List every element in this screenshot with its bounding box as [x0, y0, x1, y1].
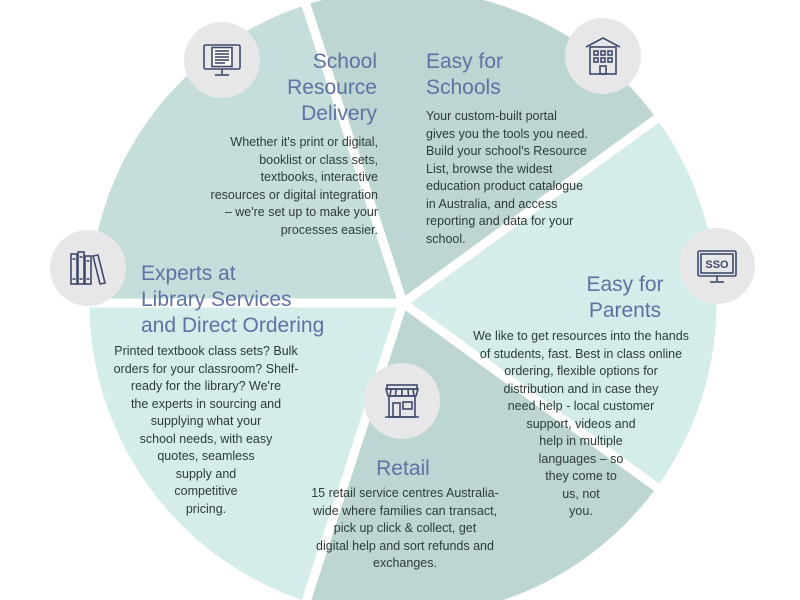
- text-line: processes easier.: [280, 222, 378, 237]
- segment-library-services: [80, 298, 408, 600]
- segment-text-library-services: Printed textbook class sets? Bulk orders…: [96, 343, 316, 518]
- monitor-document-icon: [203, 44, 241, 76]
- icon-circle-library-services: [50, 230, 126, 306]
- text-line: wide where families can transact,: [312, 503, 498, 518]
- text-line: exchanges.: [373, 556, 437, 570]
- title-line: Retail: [376, 457, 430, 480]
- title-line: Easy for: [586, 273, 664, 296]
- text-line: you.: [569, 504, 593, 518]
- title-line: Resource: [287, 76, 377, 99]
- text-line: Whether it's print or digital,: [230, 135, 378, 149]
- text-line: textbooks, interactive: [260, 170, 378, 184]
- segment-text-easy-for-parents: We like to get resources into the hands …: [452, 328, 710, 521]
- sso-monitor-icon: SSO: [697, 250, 737, 283]
- text-line: us, not: [562, 486, 600, 501]
- text-line: education product catalogue: [426, 179, 584, 193]
- text-line: booklist or class sets,: [259, 152, 378, 167]
- segment-text-easy-for-schools: Your custom-built portal gives you the t…: [426, 108, 588, 248]
- text-line: Your custom-built portal: [426, 109, 557, 123]
- text-line: Build your school's Resource: [426, 144, 587, 158]
- storefront-icon: [384, 384, 420, 418]
- text-line: pricing.: [185, 501, 227, 516]
- icon-circle-retail: [364, 363, 440, 439]
- school-building-icon: [585, 37, 621, 75]
- text-line: they come to: [545, 469, 617, 483]
- text-line: gives you the tools you need.: [426, 126, 588, 141]
- text-line: pick up click & collect, get: [333, 521, 477, 535]
- text-line: support, videos and: [526, 416, 636, 431]
- text-line: ordering, flexible options for: [504, 364, 658, 378]
- title-line: Experts at: [141, 262, 236, 285]
- text-line: school needs, with easy: [139, 431, 273, 446]
- title-line: Parents: [588, 299, 662, 322]
- title-line: School: [312, 50, 377, 73]
- text-line: We like to get resources into the hands: [473, 329, 689, 343]
- text-line: distribution and in case they: [503, 381, 659, 396]
- title-line: Library Services: [141, 288, 292, 311]
- segment-text-retail: 15 retail service centres Australia- wid…: [280, 485, 530, 573]
- books-icon: [70, 251, 106, 285]
- text-line: competitive: [174, 484, 238, 498]
- segment-title-retail: Retail: [340, 456, 466, 482]
- text-line: in Australia, and access: [426, 196, 558, 211]
- text-line: Printed textbook class sets? Bulk: [114, 344, 298, 358]
- text-line: 15 retail service centres Australia-: [311, 486, 499, 500]
- icon-circle-school-resource-delivery: [184, 22, 260, 98]
- text-line: resources or digital integration: [210, 187, 378, 202]
- text-line: digital help and sort refunds and: [316, 538, 494, 553]
- text-line: supply and: [175, 466, 237, 481]
- text-line: ready for the library? We're: [130, 379, 282, 393]
- text-line: orders for your classroom? Shelf-: [113, 361, 299, 376]
- sso-label: SSO: [705, 259, 729, 271]
- text-line: school.: [426, 231, 466, 246]
- text-line: quotes, seamless: [157, 449, 255, 463]
- text-line: languages – so: [538, 451, 624, 466]
- title-line: Schools: [426, 76, 501, 99]
- segment-title-easy-for-parents: Easy for Parents: [555, 272, 695, 324]
- text-line: – we're set up to make your: [224, 205, 378, 219]
- segment-title-school-resource-delivery: School Resource Delivery: [287, 49, 377, 127]
- icon-circle-easy-for-schools: [565, 18, 641, 94]
- text-line: the experts in sourcing and: [130, 396, 282, 411]
- text-line: of students, fast. Best in class online: [479, 346, 683, 361]
- segment-text-school-resource-delivery: Whether it's print or digital, booklist …: [211, 134, 378, 239]
- text-line: help in multiple: [539, 434, 623, 448]
- text-line: supplying what your: [150, 414, 262, 428]
- title-line: Delivery: [301, 102, 377, 125]
- title-line: Easy for: [426, 50, 504, 73]
- segment-title-library-services: Experts at Library Services and Direct O…: [141, 261, 324, 339]
- segment-title-easy-for-schools: Easy for Schools: [426, 49, 503, 101]
- text-line: List, browse the widest: [426, 161, 553, 176]
- text-line: need help - local customer: [507, 399, 655, 413]
- text-line: reporting and data for your: [426, 214, 574, 228]
- icon-circle-easy-for-parents: SSO: [679, 228, 755, 304]
- title-line: and Direct Ordering: [141, 314, 325, 337]
